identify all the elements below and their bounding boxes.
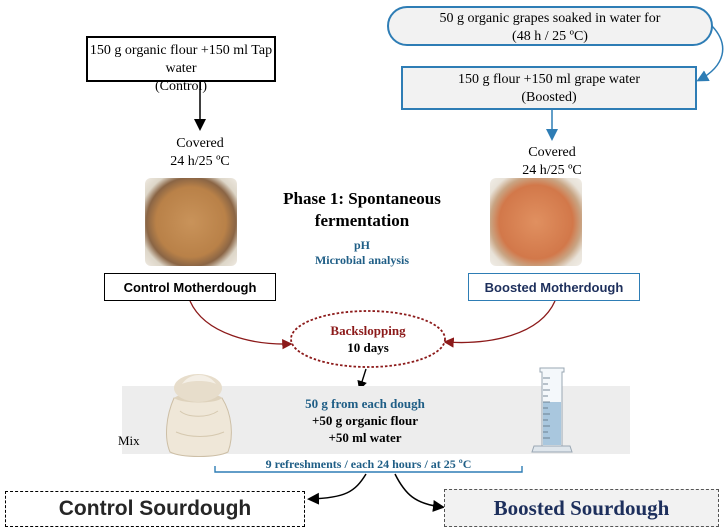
measuring-cylinder-icon — [531, 367, 573, 453]
backslopping-title: Backslopping — [330, 323, 406, 338]
grape-box-line1: 50 g organic grapes soaked in water for — [439, 11, 661, 26]
covered-left-line2: 24 h/25 ºC — [170, 154, 230, 169]
phase1-line1: Phase 1: Spontaneous — [283, 189, 441, 208]
control-dough-photo — [145, 178, 237, 266]
mix-line2: +50 g organic flour — [312, 413, 418, 428]
backslopping-days: 10 days — [347, 340, 389, 355]
mix-label: Mix — [118, 433, 140, 448]
control-input-box: 150 g organic flour +150 ml Tap water (C… — [86, 36, 276, 94]
grape-soak-box: 50 g organic grapes soaked in water for … — [387, 6, 713, 46]
arrow-control-to-backslopping — [189, 300, 293, 350]
boosted-sourdough-box: Boosted Sourdough — [444, 489, 719, 527]
boosted-input-line1: 150 g flour +150 ml grape water — [457, 72, 641, 87]
covered-left-line1: Covered — [176, 136, 224, 151]
arrow-to-boosted-sourdough — [394, 473, 445, 512]
analysis-ph: pH — [353, 238, 370, 252]
arrow-boosted-to-backslopping — [443, 300, 556, 348]
grape-box-line2: (48 h / 25 ºC) — [512, 29, 588, 44]
boosted-dough-photo — [490, 178, 582, 266]
refreshments-label: 9 refreshments / each 24 hours / at 25 º… — [265, 457, 472, 471]
covered-left-label: Covered 24 h/25 ºC — [140, 135, 260, 171]
control-motherdough-box: Control Motherdough — [104, 273, 276, 301]
phase1-title: Phase 1: Spontaneous fermentation — [262, 188, 462, 232]
mix-instructions: 50 g from each dough +50 g organic flour… — [270, 395, 460, 446]
covered-right-line1: Covered — [528, 145, 576, 160]
control-sourdough-box: Control Sourdough — [5, 491, 305, 527]
phase1-analyses: pH Microbial analysis — [272, 238, 452, 268]
covered-right-label: Covered 24 h/25 ºC — [492, 144, 612, 180]
arrow-backslopping-to-mix — [357, 368, 367, 391]
control-input-line2: (Control) — [154, 79, 208, 94]
mix-line1: 50 g from each dough — [305, 396, 425, 411]
control-input-line1: 150 g organic flour +150 ml Tap water — [89, 43, 273, 76]
phase1-line2: fermentation — [314, 211, 410, 230]
boosted-motherdough-box: Boosted Motherdough — [468, 273, 640, 301]
covered-right-line2: 24 h/25 ºC — [522, 163, 582, 178]
flour-sack-icon — [166, 374, 232, 457]
arrow-to-control-sourdough — [307, 473, 367, 505]
refreshments-bracket — [214, 466, 523, 473]
boosted-input-box: 150 g flour +150 ml grape water (Boosted… — [401, 66, 697, 110]
mix-line3: +50 ml water — [328, 430, 402, 445]
backslopping-label: Backslopping 10 days — [298, 322, 438, 356]
arrow-grape-to-boosted — [696, 25, 724, 82]
analysis-microbial: Microbial analysis — [314, 253, 410, 267]
boosted-input-line2: (Boosted) — [521, 90, 577, 105]
backslopping-ellipse — [290, 310, 446, 368]
